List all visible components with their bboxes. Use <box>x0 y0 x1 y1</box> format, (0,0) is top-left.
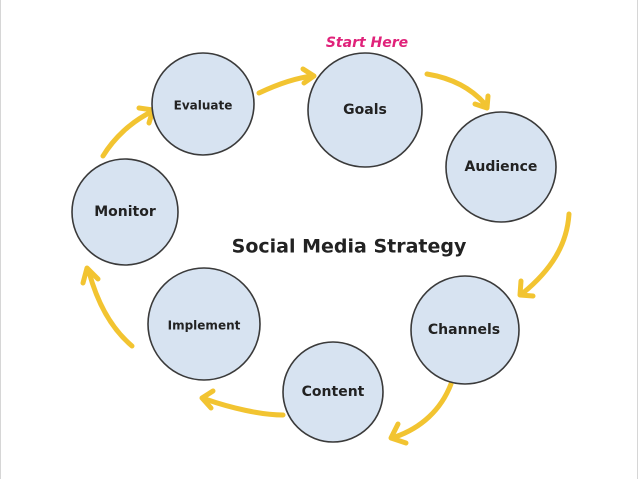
arrow-goals-to-audience <box>424 71 491 111</box>
arrow-monitor-to-evaluate <box>100 105 156 159</box>
node-channels: Channels <box>410 275 520 385</box>
node-content: Content <box>282 341 384 443</box>
arrow-content-to-implement <box>199 388 286 418</box>
node-label: Content <box>302 384 365 400</box>
node-monitor: Monitor <box>71 158 179 266</box>
node-label: Implement <box>168 319 241 333</box>
node-label: Channels <box>428 322 500 338</box>
node-audience: Audience <box>445 111 557 223</box>
center-title: Social Media Strategy <box>232 236 467 258</box>
node-label: Monitor <box>94 204 156 220</box>
arrow-audience-to-channels <box>517 211 572 299</box>
node-implement: Implement <box>147 267 261 381</box>
arrow-implement-to-monitor <box>80 265 135 349</box>
arrow-channels-to-content <box>388 381 454 446</box>
arrow-evaluate-to-goals <box>256 66 317 96</box>
start-here-label: Start Here <box>326 35 408 51</box>
node-goals: Goals <box>307 52 423 168</box>
node-label: Audience <box>465 159 538 175</box>
node-label: Goals <box>343 102 387 118</box>
node-label: Evaluate <box>174 99 233 113</box>
node-evaluate: Evaluate <box>151 52 255 156</box>
